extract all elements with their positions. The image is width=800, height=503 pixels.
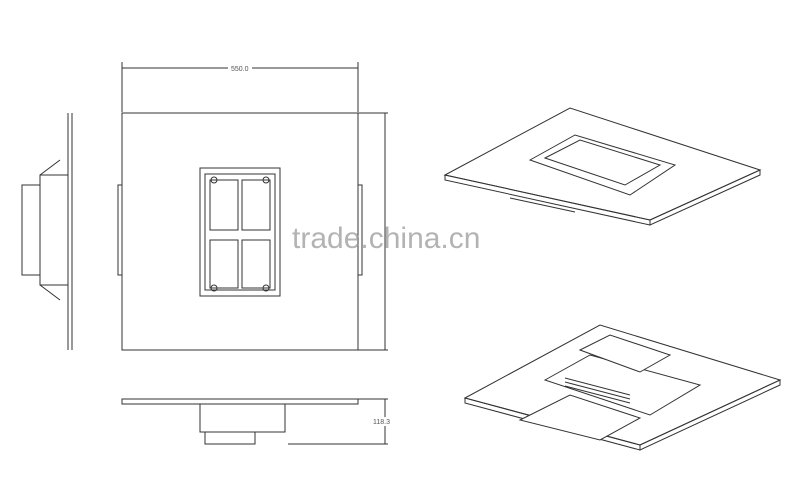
width-dimension-label: 550.0 xyxy=(231,66,249,73)
width-dimension: 550.0 xyxy=(121,62,359,112)
height-dimension-label: 118.3 xyxy=(373,419,390,426)
led-module xyxy=(209,176,271,292)
side-view xyxy=(21,113,73,350)
isometric-view-bottom xyxy=(463,324,782,451)
isometric-view-top xyxy=(443,107,762,226)
bottom-view: 118.3 xyxy=(121,398,390,445)
watermark: trade.china.cn xyxy=(292,222,481,255)
front-view xyxy=(117,112,388,351)
